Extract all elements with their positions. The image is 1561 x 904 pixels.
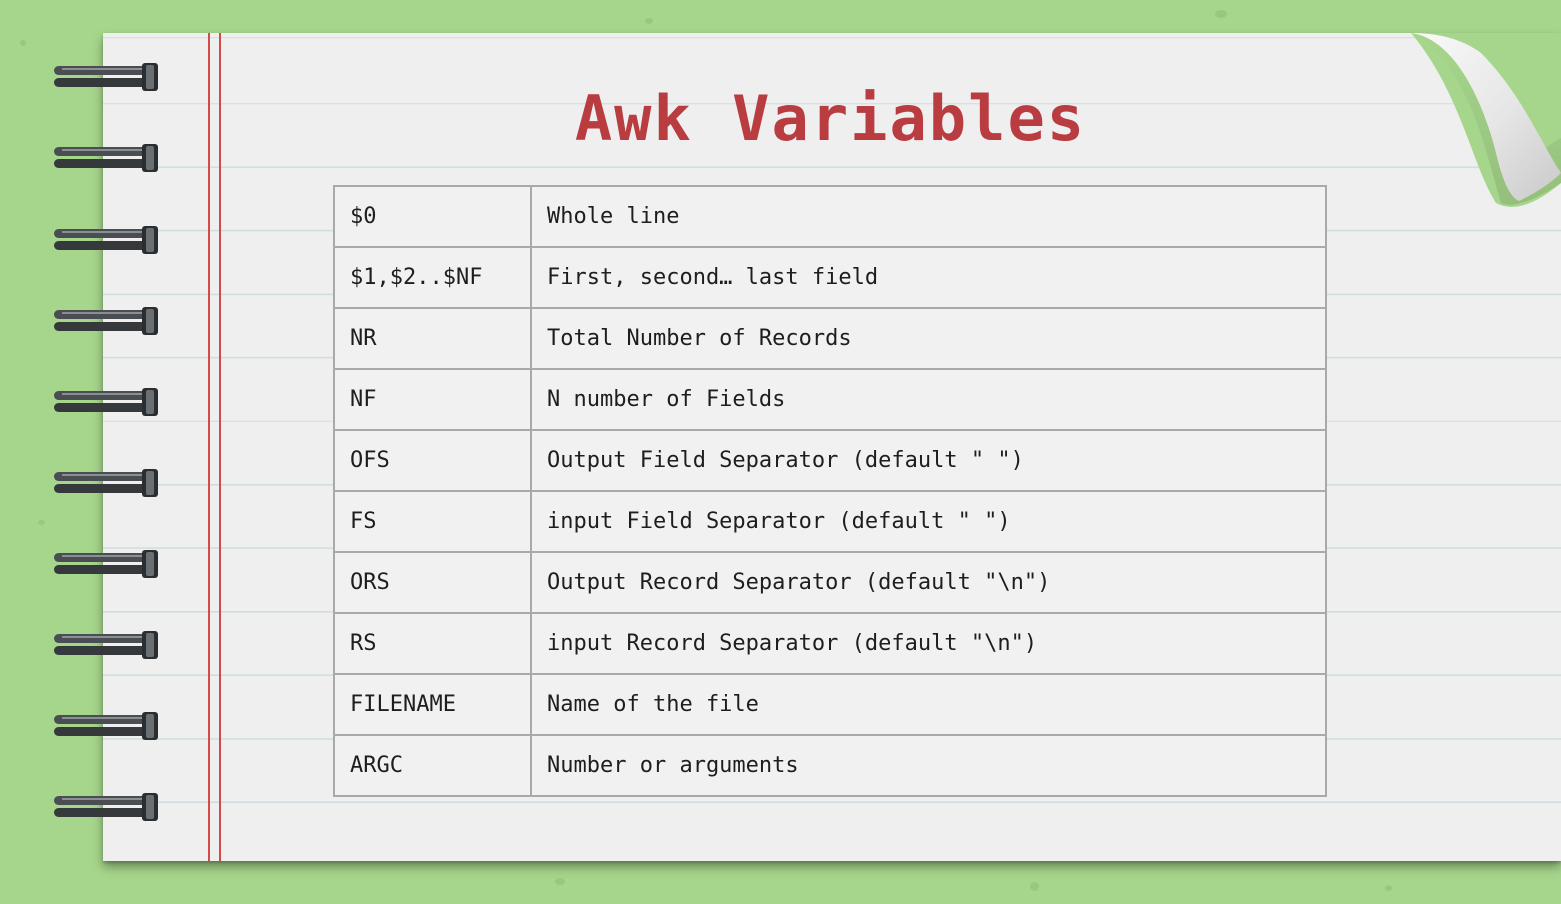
variable-description: input Field Separator (default " ")	[530, 490, 1327, 553]
variable-description: Total Number of Records	[530, 307, 1327, 370]
table-row: ARGC Number or arguments	[333, 734, 1327, 797]
variable-description: N number of Fields	[530, 368, 1327, 431]
table-row: NF N number of Fields	[333, 368, 1327, 431]
spiral-ring-icon	[54, 469, 158, 497]
background-speck	[1385, 885, 1392, 891]
variable-name: ARGC	[333, 734, 532, 797]
spiral-ring-icon	[54, 63, 158, 91]
variable-description: Name of the file	[530, 673, 1327, 736]
table-row: FS input Field Separator (default " ")	[333, 490, 1327, 553]
table-row: $0 Whole line	[333, 185, 1327, 248]
variable-name: NR	[333, 307, 532, 370]
variable-name: NF	[333, 368, 532, 431]
variable-name: FILENAME	[333, 673, 532, 736]
variables-table: $0 Whole line $1,$2..$NF First, second… …	[333, 185, 1327, 797]
background-speck	[555, 878, 565, 885]
spiral-ring-icon	[54, 226, 158, 254]
spiral-ring-icon	[54, 631, 158, 659]
spiral-ring-icon	[54, 793, 158, 821]
table-row: $1,$2..$NF First, second… last field	[333, 246, 1327, 309]
table-row: OFS Output Field Separator (default " ")	[333, 429, 1327, 492]
background-speck	[645, 18, 653, 24]
variable-description: Number or arguments	[530, 734, 1327, 797]
variable-description: input Record Separator (default "\n")	[530, 612, 1327, 675]
table-row: ORS Output Record Separator (default "\n…	[333, 551, 1327, 614]
background-speck	[1215, 10, 1227, 18]
table-row: RS input Record Separator (default "\n")	[333, 612, 1327, 675]
variable-name: OFS	[333, 429, 532, 492]
background-speck	[1030, 882, 1039, 891]
variable-name: $1,$2..$NF	[333, 246, 532, 309]
background-speck	[20, 40, 26, 46]
variable-name: ORS	[333, 551, 532, 614]
spiral-ring-icon	[54, 712, 158, 740]
variable-name: FS	[333, 490, 532, 553]
margin-line-left	[208, 33, 210, 861]
variable-description: Output Field Separator (default " ")	[530, 429, 1327, 492]
table-row: FILENAME Name of the file	[333, 673, 1327, 736]
table-row: NR Total Number of Records	[333, 307, 1327, 370]
variable-description: First, second… last field	[530, 246, 1327, 309]
spiral-ring-icon	[54, 388, 158, 416]
background-speck	[38, 520, 45, 525]
page-curl-icon	[1411, 33, 1561, 207]
variable-description: Output Record Separator (default "\n")	[530, 551, 1327, 614]
variable-description: Whole line	[530, 185, 1327, 248]
page-title: Awk Variables	[574, 82, 1087, 155]
spiral-ring-icon	[54, 144, 158, 172]
spiral-ring-icon	[54, 550, 158, 578]
variable-name: $0	[333, 185, 532, 248]
variable-name: RS	[333, 612, 532, 675]
spiral-ring-icon	[54, 307, 158, 335]
margin-line-right	[219, 33, 221, 861]
